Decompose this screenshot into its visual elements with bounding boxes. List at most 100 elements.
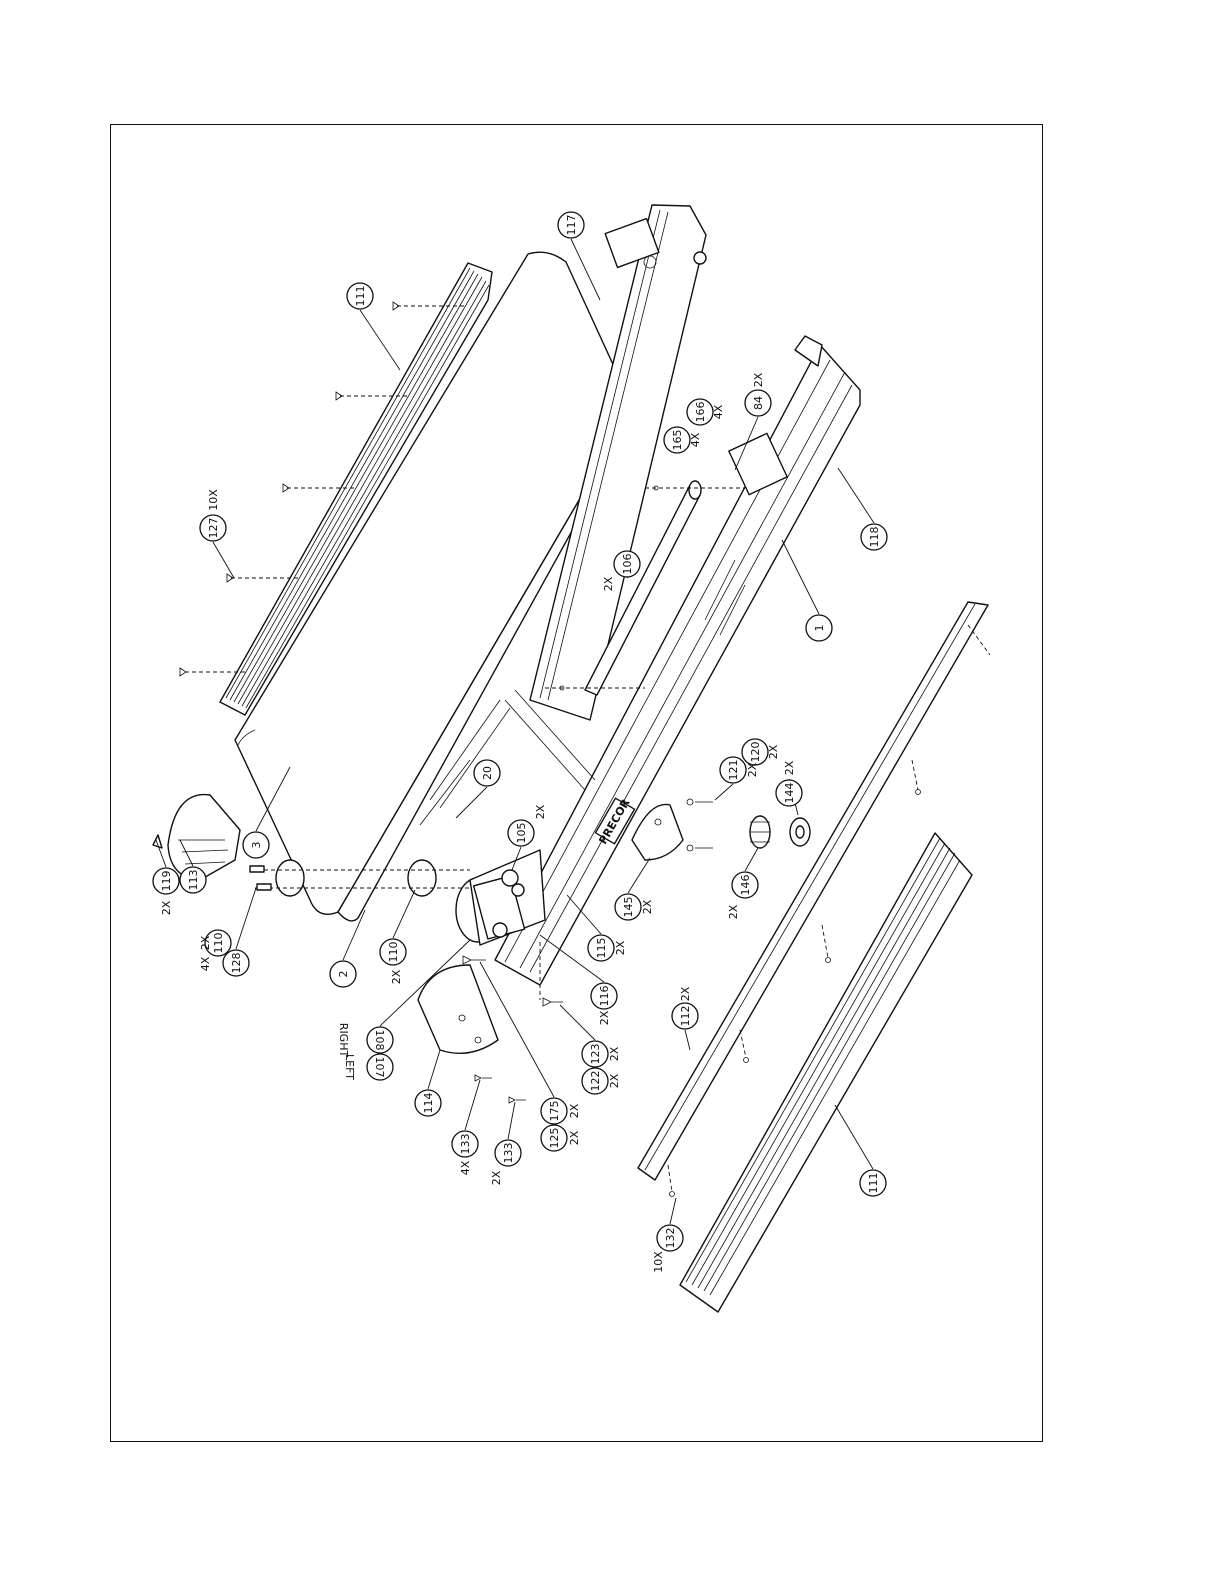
callout-number: 121 [727, 760, 740, 781]
callout-number: 165 [671, 430, 684, 451]
callout-quantity: 2X [568, 1130, 581, 1145]
callout-quantity: LEFT [343, 1054, 356, 1080]
callout-quantity: 2X [752, 372, 765, 387]
callout-quantity: 2X [641, 899, 654, 914]
callout-number: 84 [752, 396, 765, 410]
callout-number: 166 [694, 402, 707, 423]
callout-quantity: 2X [602, 576, 615, 591]
callout-number: 127 [207, 518, 220, 539]
callout-c-3: 3 [243, 832, 269, 858]
callout-quantity: 2X [608, 1046, 621, 1061]
callout-quantity: 2X [614, 940, 627, 955]
callout-c-144: 144 2X [776, 760, 802, 806]
callout-quantity: 4X [199, 956, 212, 971]
callout-number: 20 [481, 766, 494, 780]
callout-number: 111 [354, 286, 367, 307]
callout-c-20: 20 [474, 760, 500, 786]
callout-c-125: 125 2X [541, 1125, 581, 1151]
callout-quantity: 10X [207, 489, 220, 511]
callout-number: 3 [250, 842, 263, 849]
callout-number: 1 [813, 625, 826, 632]
callout-number: 114 [422, 1093, 435, 1114]
callout-number: 144 [783, 783, 796, 804]
leveler-foot [632, 799, 810, 860]
callout-number: 132 [664, 1228, 677, 1249]
callout-c-120: 120 2X [742, 739, 780, 765]
callout-quantity: 2X [160, 900, 173, 915]
callout-c-111-top: 111 [347, 283, 373, 309]
callout-c-119: 119 2X [153, 868, 179, 915]
callout-number: 107 [373, 1057, 386, 1078]
callout-c-145: 145 2X [615, 894, 654, 920]
callout-quantity: 2X [568, 1103, 581, 1118]
callout-c-116: 1162X [591, 983, 617, 1025]
callout-quantity: 2X [598, 1010, 611, 1025]
callout-c-114: 114 [415, 1090, 441, 1116]
callout-number: 175 [548, 1101, 561, 1122]
callout-number: 106 [621, 554, 634, 575]
callout-quantity: 2X [783, 760, 796, 775]
callout-c-118: 118 [861, 524, 887, 550]
callout-number: 146 [739, 875, 752, 896]
callout-quantity: 10X [652, 1251, 665, 1273]
callout-number: 133 [459, 1134, 472, 1155]
callout-quantity: RIGHT [337, 1023, 350, 1058]
callout-quantity: 2X [390, 969, 403, 984]
callout-c-133b: 1332X [490, 1140, 521, 1185]
callout-number: 123 [589, 1044, 602, 1065]
callout-number: 119 [160, 871, 173, 892]
callout-number: 105 [515, 823, 528, 844]
callout-number: 145 [622, 897, 635, 918]
callout-quantity: 2X [534, 804, 547, 819]
callout-c-175: 175 2X [541, 1098, 581, 1124]
callout-number: 117 [565, 215, 578, 236]
callout-c-111-bot: 111 [860, 1170, 886, 1196]
callout-number: 108 [373, 1030, 386, 1051]
callout-number: 2 [337, 971, 350, 978]
callout-number: 110 [212, 933, 225, 954]
callout-c-133a: 1334X [452, 1131, 478, 1175]
callout-number: 113 [187, 870, 200, 891]
callout-number: 133 [502, 1143, 515, 1164]
callout-number: 115 [595, 938, 608, 959]
callout-number: 125 [548, 1128, 561, 1149]
callout-c-1: 1 [806, 615, 832, 641]
motor-hood-bottom [680, 833, 972, 1312]
callout-number: 111 [867, 1173, 880, 1194]
callout-c-115: 115 2X [588, 935, 627, 961]
callout-number: 112 [679, 1006, 692, 1027]
callout-quantity: 2X [767, 744, 780, 759]
callout-quantity: 4X [712, 404, 725, 419]
callout-c-84: 84 2X [745, 372, 771, 416]
callout-quantity: 2X [746, 762, 759, 777]
callout-c-105: 105 2X [508, 804, 547, 846]
callout-quantity: 2X [727, 904, 740, 919]
callout-c-165: 165 4X [664, 427, 702, 453]
callout-c-2: 2 [330, 961, 356, 987]
callout-c-113: 113 [180, 867, 206, 893]
callout-quantity: 2X [608, 1073, 621, 1088]
callout-c-107: 107 LEFT [343, 1054, 393, 1080]
callout-number: 118 [868, 527, 881, 548]
callout-c-146: 146 2X [727, 872, 758, 919]
callout-number: 116 [598, 986, 611, 1007]
callout-number: 110 [387, 942, 400, 963]
callout-number: 120 [749, 742, 762, 763]
callout-quantity: 2X [490, 1170, 503, 1185]
callout-c-117: 117 [558, 212, 584, 238]
callout-quantity: 4X [459, 1160, 472, 1175]
callout-quantity: 2X [679, 986, 692, 1001]
callout-c-123: 123 2X [582, 1041, 621, 1067]
callout-quantity: 2X [199, 935, 212, 950]
callout-c-108: 108 RIGHT [337, 1023, 393, 1058]
callout-c-166: 166 4X [687, 399, 725, 425]
callout-quantity: 4X [689, 432, 702, 447]
callout-number: 128 [230, 953, 243, 974]
